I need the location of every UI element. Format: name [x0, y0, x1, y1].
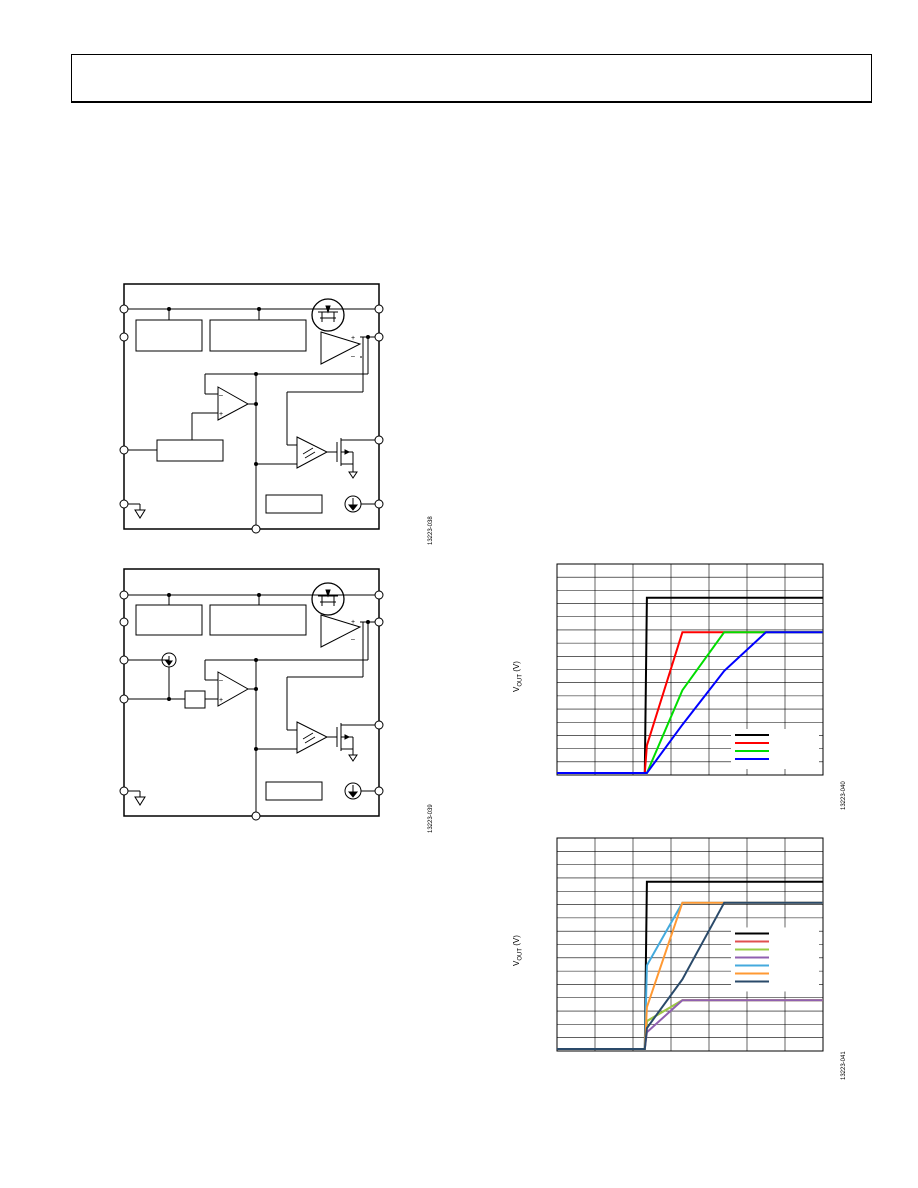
chart2-id: 13223-041 [841, 1051, 847, 1080]
figure-id-2: 13223-039 [428, 804, 434, 833]
pin [119, 694, 129, 704]
svg-text:+: + [219, 697, 223, 704]
block-right [209, 604, 307, 636]
block-bottom [265, 781, 323, 801]
pin [119, 655, 129, 665]
pin [374, 590, 384, 600]
block-right [209, 319, 307, 352]
chart1-id: 13223-040 [841, 781, 847, 810]
pin [119, 590, 129, 600]
block-left [135, 604, 203, 636]
pin [119, 786, 129, 796]
svg-text:+: + [219, 411, 223, 418]
block-diagram-2: + – – + [119, 568, 384, 821]
svg-text:+: + [351, 335, 355, 342]
block-small [184, 690, 206, 709]
pass-mosfet-icon [311, 298, 345, 332]
block-left [135, 319, 203, 352]
pin [119, 304, 129, 314]
comparator-icon [296, 721, 329, 754]
series-line-0 [557, 596, 823, 774]
error-amp-icon [320, 331, 362, 365]
figure-id-1: 13223-038 [428, 516, 434, 545]
svg-text:–: – [351, 353, 355, 360]
svg-text:–: – [219, 392, 223, 399]
pin [119, 332, 129, 342]
chip-outline [123, 283, 380, 530]
block-diagram-1: + – – + [119, 283, 384, 534]
pin [119, 617, 129, 627]
pin [119, 445, 129, 455]
svg-text:+: + [351, 619, 355, 626]
pin [374, 332, 384, 342]
svg-text:–: – [219, 677, 223, 684]
pin [374, 435, 384, 445]
chart-1 [556, 563, 824, 776]
pin [374, 499, 384, 509]
svg-text:–: – [351, 636, 355, 643]
chart1-ylabel: VOUT (V) [512, 661, 524, 692]
series-line-3 [557, 631, 823, 774]
pin [374, 617, 384, 627]
chip-outline [123, 568, 380, 817]
pin [374, 304, 384, 314]
pin [374, 786, 384, 796]
pass-mosfet-icon [311, 582, 345, 616]
pin [119, 499, 129, 509]
pin [374, 720, 384, 730]
chart2-ylabel: VOUT (V) [512, 935, 524, 966]
block-bottom [265, 494, 323, 514]
series-line-6 [557, 901, 823, 1050]
pin [251, 524, 261, 534]
page-header-box [71, 54, 872, 103]
error-amp-icon [320, 614, 362, 648]
pin [251, 811, 261, 821]
block-lower [156, 439, 224, 462]
comparator-icon [296, 436, 329, 469]
op-amp-icon [217, 671, 250, 707]
chart-2 [556, 837, 824, 1052]
op-amp-icon [217, 386, 250, 421]
